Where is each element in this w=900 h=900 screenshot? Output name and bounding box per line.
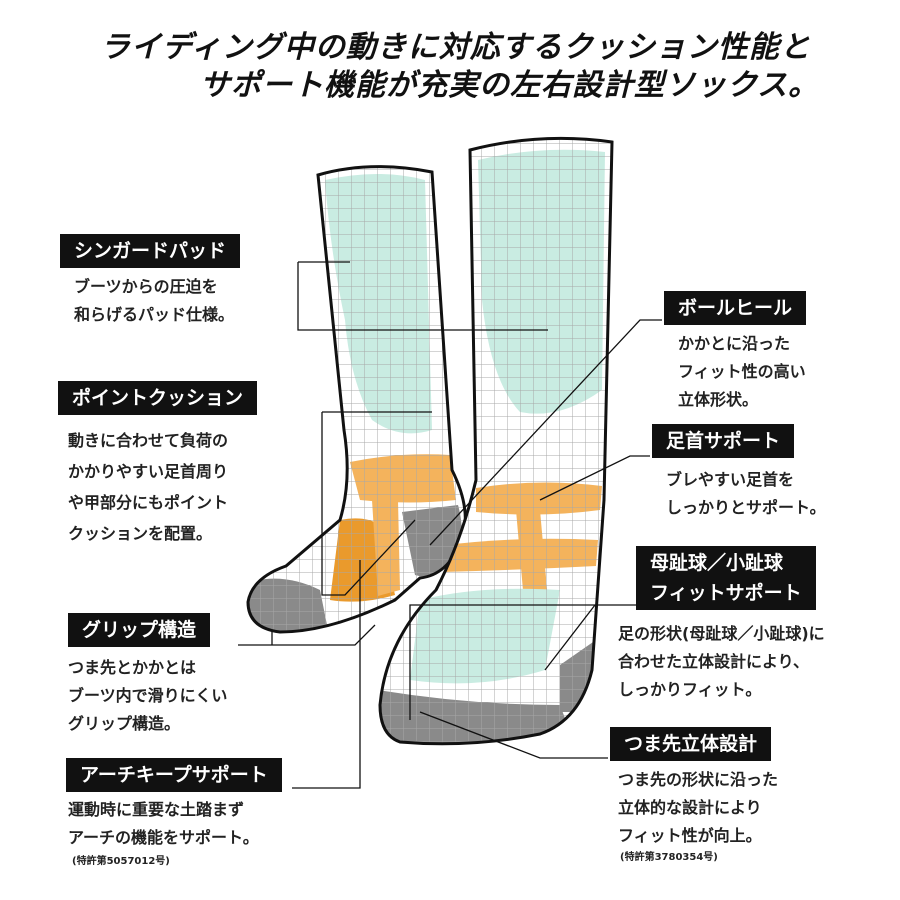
leader-grip (238, 624, 376, 646)
desc-toe-fit-support: 足の形状(母趾球／小趾球)に 合わせた立体設計により、 しっかりフィット。 (618, 620, 825, 704)
desc-ankle-support: ブレやすい足首を しっかりとサポート。 (666, 466, 826, 522)
leader-toe-3d (419, 711, 608, 759)
leader-shin-guard (297, 261, 548, 331)
desc-line: フィット性の高い (678, 362, 806, 381)
tag-arch-keep-support: アーチキープサポート (66, 758, 282, 792)
tag-grip-structure: グリップ構造 (68, 613, 211, 647)
desc-line: ブーツからの圧迫を (74, 277, 218, 296)
desc-line: 立体形状。 (678, 390, 759, 409)
desc-line: つま先とかかとは (68, 658, 197, 677)
leader-ball-heel (429, 319, 662, 546)
headline-line-1: ライディング中の動きに対応するクッション性能と (100, 30, 811, 65)
desc-toe-3d-design: つま先の形状に沿った 立体的な設計により フィット性が向上。 (618, 766, 778, 850)
tag-line: フィットサポート (650, 582, 802, 604)
tag-toe-3d-design: つま先立体設計 (610, 727, 772, 761)
leader-arch-keep (292, 560, 361, 789)
desc-line: しっかりとサポート。 (666, 498, 826, 517)
desc-line: ブレやすい足首を (666, 470, 795, 489)
desc-line: つま先の形状に沿った (618, 770, 779, 789)
tag-point-cushion: ポイントクッション (58, 381, 258, 415)
desc-line: 動きに合わせて負荷の (68, 431, 229, 450)
tag-shin-guard-pad: シンガードパッド (60, 234, 241, 268)
desc-line: 和らげるパッド仕様。 (74, 305, 235, 324)
tag-ankle-support: 足首サポート (652, 424, 795, 458)
desc-line: 運動時に重要な土踏まず (68, 800, 245, 819)
patent-toe-3d: (特許第3780354号) (620, 852, 718, 863)
leader-toe-fit (409, 604, 636, 720)
desc-line: 合わせた立体設計により、 (618, 652, 810, 671)
desc-line: 足の形状(母趾球／小趾球)に (618, 624, 825, 643)
desc-line: アーチの機能をサポート。 (68, 828, 259, 847)
desc-arch-keep-support: 運動時に重要な土踏まず アーチの機能をサポート。 (68, 796, 259, 852)
desc-grip-structure: つま先とかかとは ブーツ内で滑りにくい グリップ構造。 (68, 654, 227, 738)
desc-shin-guard-pad: ブーツからの圧迫を 和らげるパッド仕様。 (74, 273, 234, 329)
desc-point-cushion: 動きに合わせて負荷の かかりやすい足首周り や甲部分にもポイント クッションを配… (68, 425, 228, 549)
leader-point-cushion (321, 411, 432, 596)
tag-line: 母趾球／小趾球 (650, 552, 784, 574)
desc-line: 立体的な設計により (618, 798, 762, 817)
desc-ball-heel: かかとに沿った フィット性の高い 立体形状。 (678, 330, 806, 414)
desc-line: グリップ構造。 (68, 714, 181, 733)
desc-line: かかとに沿った (678, 334, 791, 353)
leader-lines (238, 261, 662, 789)
patent-arch-keep: (特許第5057012号) (72, 856, 170, 867)
desc-line: ブーツ内で滑りにくい (68, 686, 228, 705)
desc-line: かかりやすい足首周り (68, 462, 229, 481)
desc-line: クッションを配置。 (68, 524, 213, 543)
tag-toe-fit-support: 母趾球／小趾球 フィットサポート (636, 546, 816, 610)
desc-line: しっかりフィット。 (618, 680, 762, 699)
leader-ankle-support (539, 455, 650, 501)
desc-line: や甲部分にもポイント (68, 493, 229, 512)
desc-line: フィット性が向上。 (618, 826, 762, 845)
tag-ball-heel: ボールヒール (664, 291, 807, 325)
headline-line-2: サポート機能が充実の左右設計型ソックス。 (200, 68, 820, 103)
